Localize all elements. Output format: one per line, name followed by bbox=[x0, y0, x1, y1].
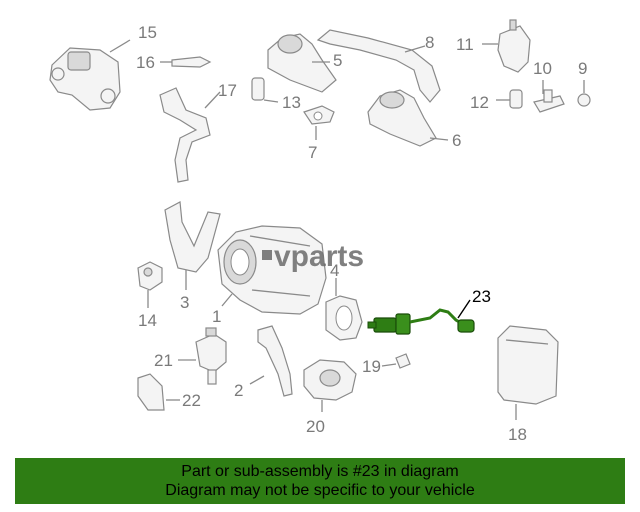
callout-16: 16 bbox=[136, 53, 155, 72]
callout-15: 15 bbox=[138, 23, 157, 42]
part-8-pipe[interactable] bbox=[316, 29, 441, 103]
callout-1: 1 bbox=[212, 307, 221, 326]
callout-13: 13 bbox=[282, 93, 301, 112]
callout-17: 17 bbox=[218, 81, 237, 100]
part-16-clip[interactable] bbox=[160, 56, 212, 68]
callout-6: 6 bbox=[452, 131, 461, 150]
part-20-valve[interactable] bbox=[303, 359, 357, 412]
callout-18: 18 bbox=[508, 425, 527, 444]
callout-7: 7 bbox=[308, 143, 317, 162]
part-17-hose[interactable] bbox=[159, 87, 221, 183]
callout-10: 10 bbox=[533, 59, 552, 78]
part-7-gasket[interactable] bbox=[303, 105, 335, 140]
part-12-connector[interactable] bbox=[496, 89, 523, 109]
watermark-text: vparts bbox=[274, 240, 364, 273]
part-1-main-assembly[interactable] bbox=[217, 225, 327, 315]
parts-diagram: 15 16 17 13 5 8 11 10 bbox=[49, 19, 591, 444]
callout-3: 3 bbox=[180, 293, 189, 312]
callout-12: 12 bbox=[470, 93, 489, 112]
part-11-solenoid[interactable] bbox=[482, 19, 531, 73]
callout-2: 2 bbox=[234, 381, 243, 400]
callout-21: 21 bbox=[154, 351, 173, 370]
part-6-valve-assembly[interactable] bbox=[367, 89, 449, 147]
callout-8: 8 bbox=[425, 33, 434, 52]
part-10-tee[interactable] bbox=[533, 80, 565, 113]
callout-9: 9 bbox=[578, 59, 587, 78]
callout-23: 23 bbox=[472, 287, 491, 306]
callout-11: 11 bbox=[456, 35, 474, 54]
callout-4: 4 bbox=[330, 261, 339, 280]
callout-14: 14 bbox=[138, 311, 157, 330]
part-13-fitting[interactable] bbox=[251, 77, 279, 103]
part-22-bracket[interactable] bbox=[137, 373, 180, 411]
callout-19: 19 bbox=[362, 357, 381, 376]
banner-line-1: Part or sub-assembly is #23 in diagram bbox=[181, 463, 459, 480]
part-15-solenoid-bracket[interactable] bbox=[49, 39, 131, 111]
callout-20: 20 bbox=[306, 417, 325, 436]
part-2-heat-shield[interactable] bbox=[249, 325, 293, 397]
part-9-valve[interactable] bbox=[577, 80, 591, 107]
part-4-gasket[interactable] bbox=[325, 278, 363, 341]
part-14-sensor[interactable] bbox=[137, 261, 163, 308]
part-18-canister[interactable] bbox=[497, 325, 559, 420]
part-19-plug[interactable] bbox=[381, 353, 411, 369]
banner-line-2: Diagram may not be specific to your vehi… bbox=[165, 482, 475, 499]
watermark-logo: vparts bbox=[262, 240, 364, 273]
part-3-bracket[interactable] bbox=[164, 201, 221, 290]
part-5-valve[interactable] bbox=[267, 33, 337, 93]
part-21-sensor[interactable] bbox=[178, 327, 227, 385]
callout-5: 5 bbox=[333, 51, 342, 70]
callout-22: 22 bbox=[182, 391, 201, 410]
info-banner: Part or sub-assembly is #23 in diagram D… bbox=[15, 458, 625, 504]
part-23-oxygen-sensor[interactable] bbox=[367, 299, 475, 335]
